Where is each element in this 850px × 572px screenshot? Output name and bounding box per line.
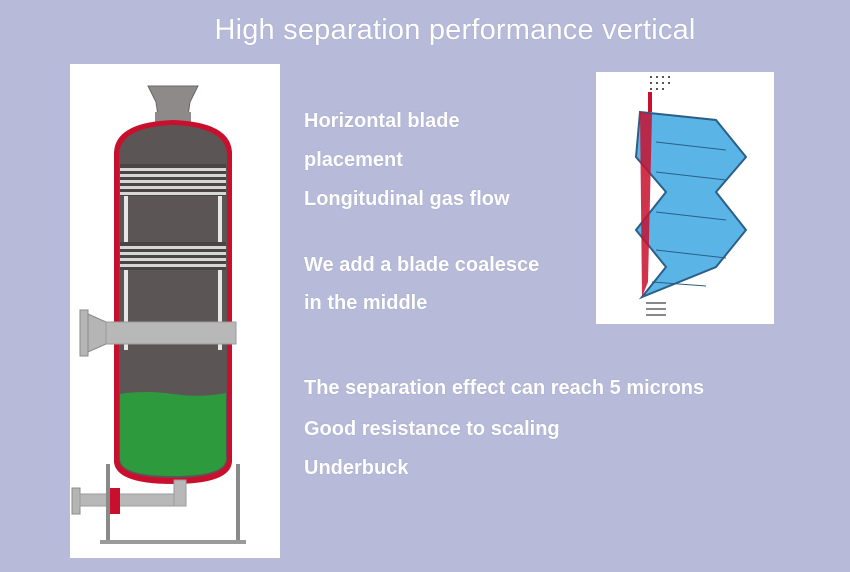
internal-pipe-left (124, 196, 128, 242)
blade-liquid-film (640, 112, 652, 297)
vessel-body (119, 125, 227, 478)
downcomer-left (124, 270, 128, 350)
support-leg-left (106, 464, 110, 544)
downcomer-right (218, 270, 222, 350)
feature-placement: placement (304, 149, 403, 171)
blade-illustration (596, 72, 774, 324)
feature-resistance-scaling: Good resistance to scaling (304, 418, 560, 440)
vessel-illustration (70, 64, 280, 558)
blade-folds (651, 141, 727, 287)
support-leg-right (236, 464, 240, 544)
feature-separation-5-microns: The separation effect can reach 5 micron… (304, 377, 705, 399)
upper-blade-pack (120, 164, 226, 196)
feature-blade-coalesce: We add a blade coalesce (304, 254, 540, 276)
bottom-outlet (71, 479, 187, 515)
zigzag-blade (634, 110, 748, 300)
top-nozzle-neck (155, 112, 191, 122)
page-title: High separation performance vertical (214, 14, 696, 46)
blade-drawing (634, 76, 748, 316)
middle-blade-pack (120, 242, 226, 270)
liquid-drain-top (648, 92, 652, 112)
gas-droplets (650, 76, 670, 90)
vessel-liquid (120, 392, 226, 476)
top-nozzle (147, 85, 199, 117)
feature-underbuck: Underbuck (304, 457, 409, 479)
inlet-pipe (79, 309, 237, 357)
feature-in-the-middle: in the middle (304, 292, 428, 314)
vessel-drawing (71, 85, 246, 544)
feature-longitudinal-gas-flow: Longitudinal gas flow (304, 188, 510, 210)
base-plate (100, 540, 246, 544)
feature-horizontal-blade: Horizontal blade (304, 110, 460, 132)
liquid-outlet-marks (646, 302, 666, 316)
internal-pipe-right (218, 196, 222, 242)
